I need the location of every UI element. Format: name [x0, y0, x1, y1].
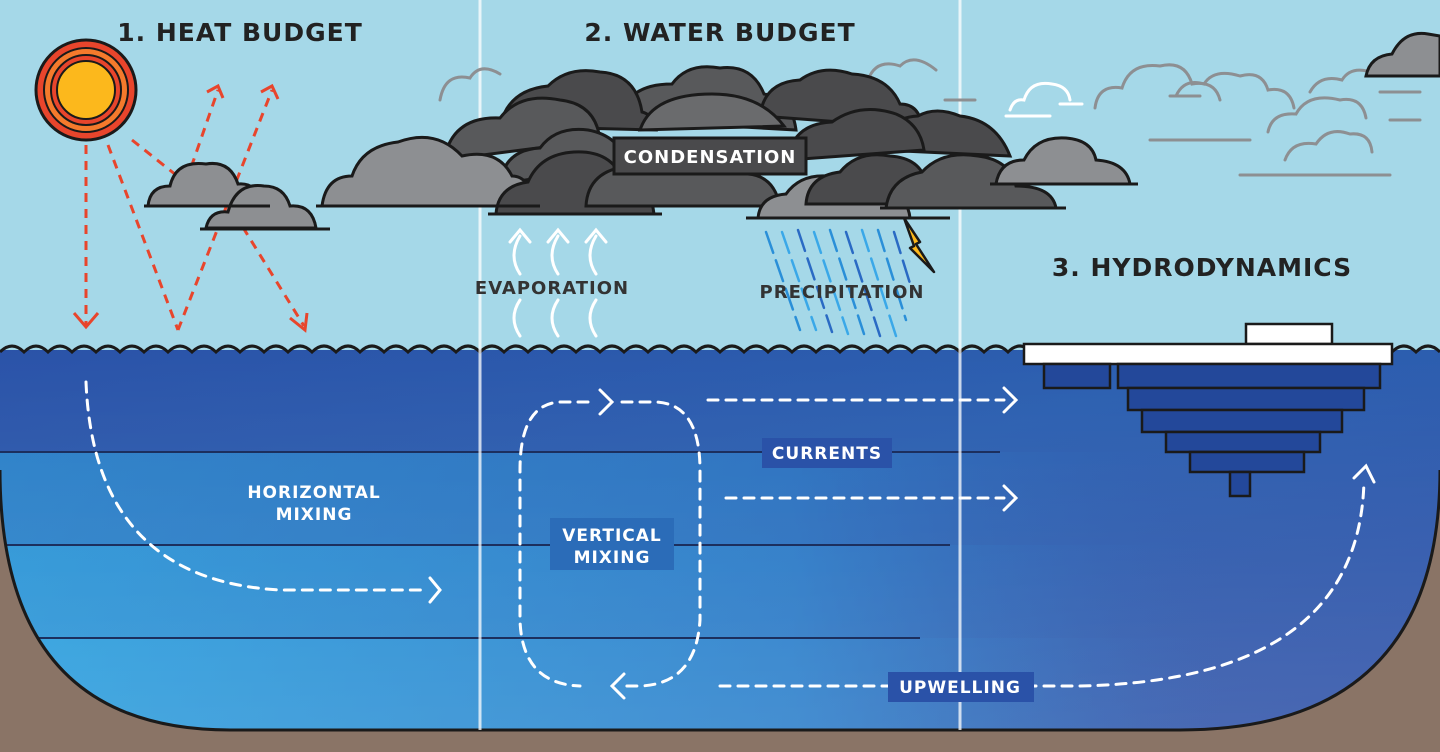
- evaporation-arrows: [508, 227, 608, 338]
- heat-budget-title: 1. HEAT BUDGET: [117, 18, 363, 47]
- cloud-icon: [637, 92, 787, 132]
- water-budget-title: 2. WATER BUDGET: [584, 18, 855, 47]
- precipitation-label: PRECIPITATION: [760, 282, 925, 303]
- outline-clouds: [438, 58, 1422, 177]
- cloud-icon: [1004, 81, 1084, 118]
- flow-arrows: [84, 380, 1366, 688]
- sun-icon: [34, 38, 138, 142]
- vertical-mixing-label-line2: MIXING: [574, 548, 651, 568]
- arrow-icon: [428, 386, 1376, 700]
- cloud-icon: [884, 153, 1058, 210]
- iceberg-icon: [1022, 322, 1394, 498]
- vertical-mixing-label-line1: VERTICAL: [562, 526, 661, 546]
- cloud-icon: [786, 108, 926, 162]
- condensation-label: CONDENSATION: [624, 147, 797, 168]
- horizontal-mixing-label-line1: HORIZONTAL: [247, 483, 380, 503]
- arrow-icon: [72, 83, 309, 333]
- rain-icon: [764, 228, 914, 338]
- currents-label: CURRENTS: [772, 444, 882, 464]
- cloud-bases: [316, 182, 1138, 220]
- evaporation-label: EVAPORATION: [475, 278, 629, 299]
- hydrodynamics-title: 3. HYDRODYNAMICS: [1052, 253, 1352, 282]
- cloud-icon: [994, 136, 1132, 186]
- condensation-label-box: [612, 136, 808, 176]
- lake-outline: [0, 469, 1440, 732]
- upwelling-label: UPWELLING: [899, 678, 1021, 698]
- cloud-icon: [1364, 31, 1440, 78]
- lightning-icon: [902, 216, 936, 274]
- currents-label-box: [762, 438, 892, 468]
- cloud-icon: [320, 135, 536, 208]
- horizontal-mixing-label-line2: MIXING: [276, 505, 353, 525]
- upwelling-label-box: [888, 672, 1034, 702]
- vertical-mixing-label-box: [550, 518, 674, 570]
